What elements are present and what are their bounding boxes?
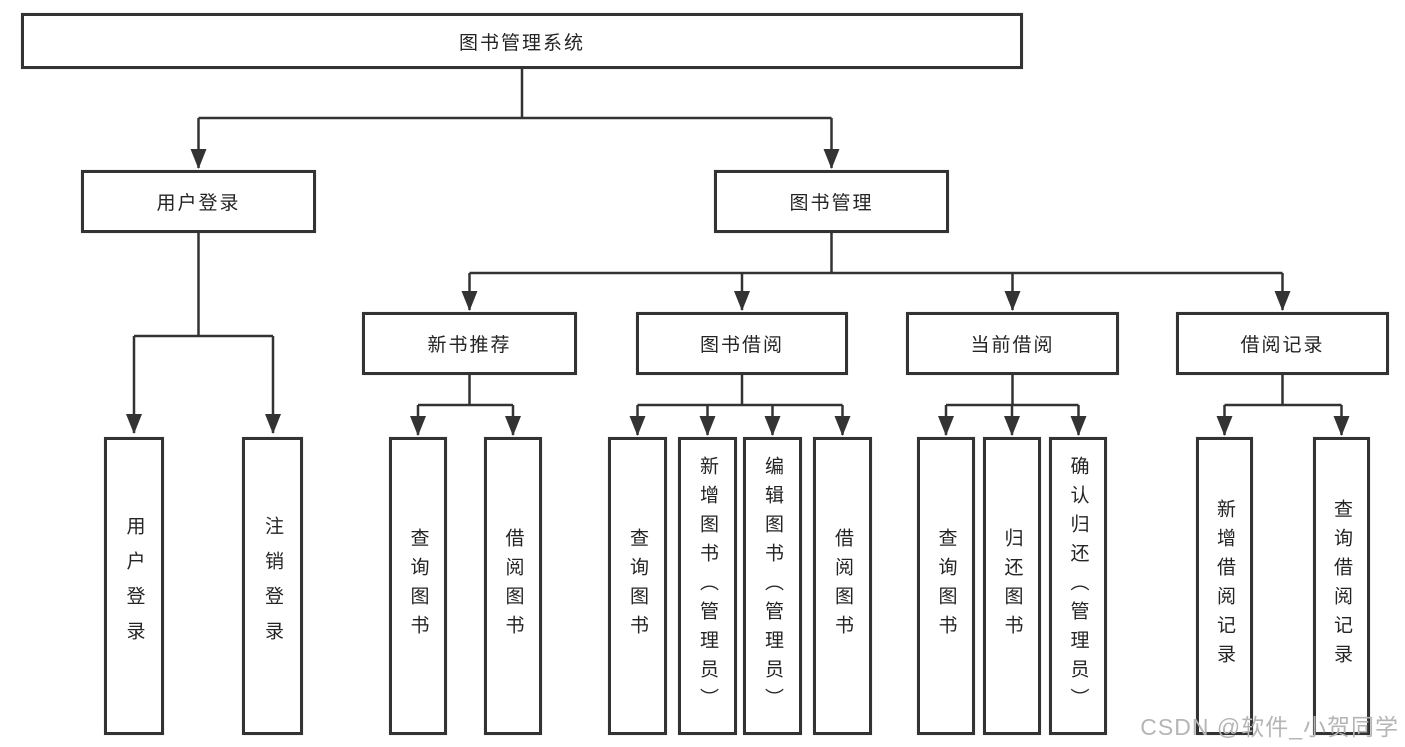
leaf-return-books: 归还图书 [983,437,1041,735]
leaf-add-books-admin: 新增图书（管理员） [678,437,737,735]
node-book-management: 图书管理 [714,170,949,233]
leaf-borrow-books-1: 借阅图书 [484,437,542,735]
node-user-login: 用户登录 [81,170,316,233]
node-library-system: 图书管理系统 [21,13,1023,69]
leaf-query-books-2: 查询图书 [608,437,667,735]
leaf-query-borrow-record: 查询借阅记录 [1313,437,1370,735]
watermark: CSDN @软件_小贺同学 [1140,714,1399,740]
leaf-user-login: 用户登录 [104,437,164,735]
leaf-borrow-books-2: 借阅图书 [813,437,872,735]
leaf-confirm-return-admin: 确认归还（管理员） [1049,437,1107,735]
node-book-borrow: 图书借阅 [636,312,848,375]
leaf-edit-books-admin: 编辑图书（管理员） [743,437,802,735]
node-new-book-recommend: 新书推荐 [362,312,577,375]
node-borrow-records: 借阅记录 [1176,312,1389,375]
leaf-query-books-3: 查询图书 [917,437,975,735]
leaf-query-books-1: 查询图书 [389,437,447,735]
leaf-add-borrow-record: 新增借阅记录 [1196,437,1253,735]
leaf-logout: 注销登录 [242,437,303,735]
node-current-borrow: 当前借阅 [906,312,1119,375]
